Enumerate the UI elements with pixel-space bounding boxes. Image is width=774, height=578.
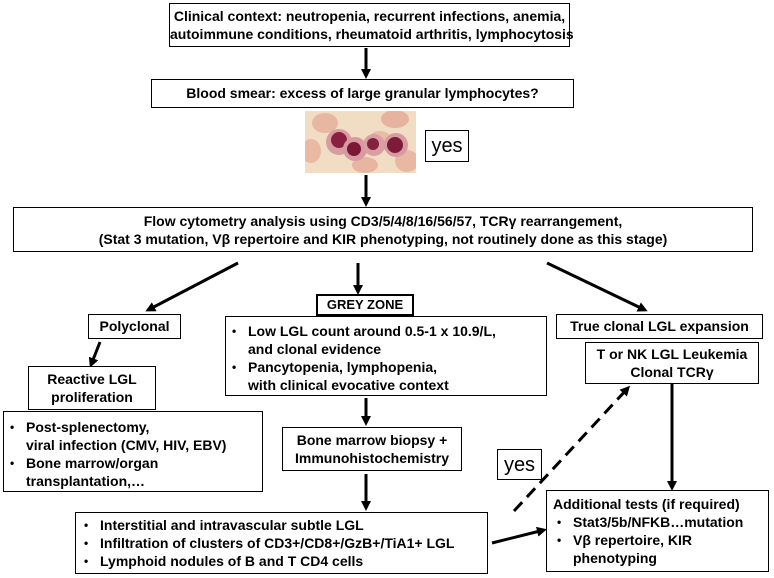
grey-zone-1-line2: and clonal evidence bbox=[248, 341, 382, 357]
additional-test-item: Stat3/5b/NFKB…mutation bbox=[557, 513, 762, 531]
additional-tests-box: Additional tests (if required) Stat3/5b/… bbox=[546, 490, 769, 572]
additional-test-2-line2: phenotyping bbox=[573, 550, 657, 566]
reactive-lgl-line1: Reactive LGL bbox=[47, 371, 137, 387]
grey-zone-label-text: GREY ZONE bbox=[326, 297, 404, 312]
dashed-arrow-findings-to-leukemia bbox=[512, 385, 631, 513]
true-clonal-text: True clonal LGL expansion bbox=[570, 318, 749, 334]
reactive-causes-box: Post-splenectomy, viral infection (CMV, … bbox=[3, 411, 263, 492]
reactive-cause-1-line1: Post-splenectomy, bbox=[26, 419, 150, 435]
reactive-lgl-box: Reactive LGL proliferation bbox=[28, 366, 156, 410]
additional-test-1: Stat3/5b/NFKB…mutation bbox=[573, 514, 744, 530]
finding-item: Interstitial and intravascular subtle LG… bbox=[84, 516, 487, 534]
bone-marrow-line2: Immunohistochemistry bbox=[294, 450, 450, 466]
polyclonal-text: Polyclonal bbox=[99, 318, 170, 334]
reactive-lgl-line2: proliferation bbox=[51, 389, 133, 405]
arrow-findings-to-tests bbox=[491, 526, 547, 545]
arrow-flow-to-trueclonal bbox=[546, 261, 648, 312]
grey-zone-1-line1: Low LGL count around 0.5-1 x 10.9/L, bbox=[248, 323, 496, 339]
clinical-context-line1: Clinical context: neutropenia, recurrent… bbox=[173, 8, 566, 24]
blood-smear-image bbox=[305, 111, 416, 173]
clinical-context-line2: autoimmune conditions, rheumatoid arthri… bbox=[170, 26, 574, 42]
grey-zone-2-line2: with clinical evocative context bbox=[248, 377, 449, 393]
additional-tests-title: Additional tests (if required) bbox=[553, 496, 740, 512]
finding-1: Interstitial and intravascular subtle LG… bbox=[100, 517, 364, 533]
flow-cytometry-line1: Flow cytometry analysis using CD3/5/4/8/… bbox=[143, 213, 623, 229]
arrow-polyclonal-to-reactive bbox=[88, 341, 102, 368]
polyclonal-box: Polyclonal bbox=[88, 314, 181, 339]
reactive-cause-1-line2: viral infection (CMV, HIV, EBV) bbox=[26, 437, 227, 453]
yes-label-top: yes bbox=[425, 130, 469, 162]
flow-cytometry-line2: (Stat 3 mutation, Vβ repertoire and KIR … bbox=[98, 231, 668, 247]
finding-2: Infiltration of clusters of CD3+/CD8+/Gz… bbox=[100, 535, 455, 551]
blood-smear-box: Blood smear: excess of large granular ly… bbox=[151, 79, 574, 108]
yes-label-mid: yes bbox=[497, 449, 542, 480]
bone-marrow-box: Bone marrow biopsy + Immunohistochemistr… bbox=[282, 427, 462, 471]
arrow-flow-to-polyclonal bbox=[145, 261, 239, 312]
reactive-cause-item: Post-splenectomy, viral infection (CMV, … bbox=[10, 418, 262, 454]
leukemia-line2: Clonal TCRγ bbox=[630, 364, 714, 380]
marrow-findings-box: Interstitial and intravascular subtle LG… bbox=[75, 512, 488, 574]
flow-cytometry-box: Flow cytometry analysis using CD3/5/4/8/… bbox=[13, 207, 753, 252]
additional-test-item: Vβ repertoire, KIR phenotyping bbox=[557, 531, 762, 567]
blood-smear-text: Blood smear: excess of large granular ly… bbox=[186, 85, 539, 101]
reactive-cause-2-line2: transplantation,… bbox=[26, 473, 146, 489]
clinical-context-box: Clinical context: neutropenia, recurrent… bbox=[169, 3, 574, 47]
grey-zone-2-line1: Pancytopenia, lymphopenia, bbox=[248, 359, 438, 375]
leukemia-line1: T or NK LGL Leukemia bbox=[596, 346, 748, 362]
finding-item: Lymphoid nodules of B and T CD4 cells bbox=[84, 552, 487, 570]
grey-zone-item: Pancytopenia, lymphopenia, with clinical… bbox=[232, 358, 546, 394]
finding-3: Lymphoid nodules of B and T CD4 cells bbox=[100, 553, 364, 569]
yes-label-mid-text: yes bbox=[503, 454, 536, 476]
reactive-cause-item: Bone marrow/organ transplantation,… bbox=[10, 454, 262, 490]
true-clonal-box: True clonal LGL expansion bbox=[556, 314, 763, 339]
leukemia-box: T or NK LGL Leukemia Clonal TCRγ bbox=[585, 342, 759, 384]
grey-zone-box: Low LGL count around 0.5-1 x 10.9/L, and… bbox=[225, 316, 547, 396]
reactive-cause-2-line1: Bone marrow/organ bbox=[26, 455, 159, 471]
finding-item: Infiltration of clusters of CD3+/CD8+/Gz… bbox=[84, 534, 487, 552]
yes-label-top-text: yes bbox=[431, 135, 463, 157]
grey-zone-item: Low LGL count around 0.5-1 x 10.9/L, and… bbox=[232, 322, 546, 358]
bone-marrow-line1: Bone marrow biopsy + bbox=[296, 432, 448, 448]
grey-zone-label: GREY ZONE bbox=[316, 294, 414, 316]
additional-test-2-line1: Vβ repertoire, KIR bbox=[573, 532, 693, 548]
